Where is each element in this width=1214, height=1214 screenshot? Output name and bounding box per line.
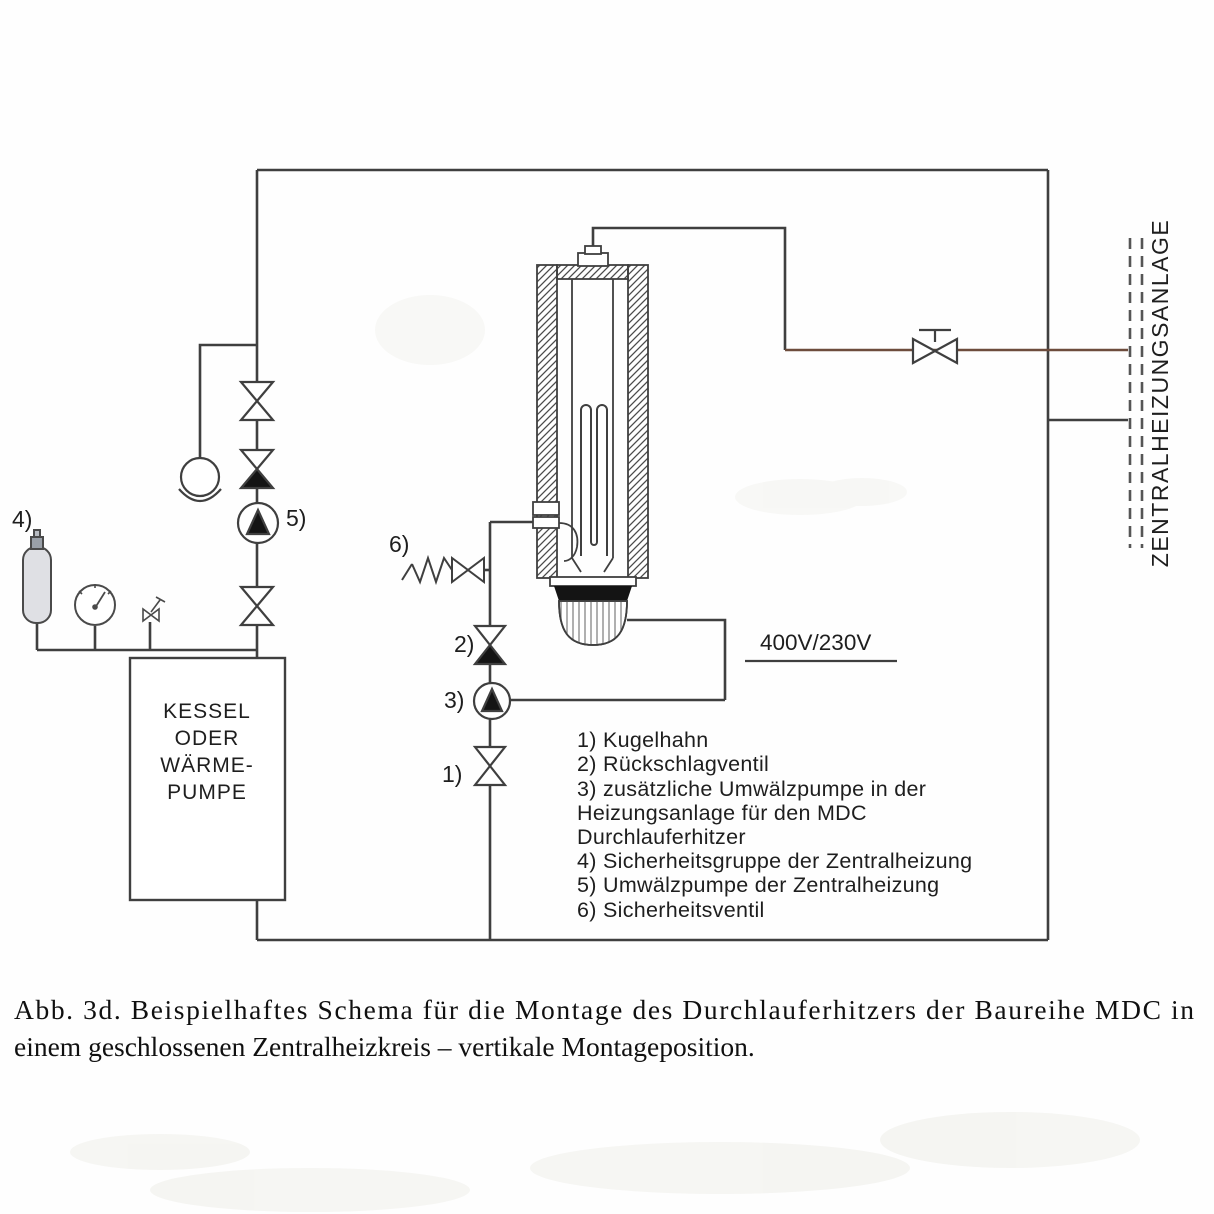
power-rating-label: 400V/230V <box>760 630 871 655</box>
cable-heater-to-pump <box>510 618 727 702</box>
heater-top-nub <box>584 245 602 255</box>
pipe-safety-group-header <box>35 622 257 652</box>
pipe-heater-top <box>591 226 787 350</box>
marker-label-3: 3) <box>444 687 464 713</box>
marker-label-6: 6) <box>389 531 409 557</box>
heater-shell-right <box>627 264 649 579</box>
pipe-gauge-loop <box>198 343 257 458</box>
boiler-label-line: KESSEL <box>163 700 251 723</box>
caption-line-2: einem geschlossenen Zentralheizkreis – v… <box>14 1031 755 1062</box>
pump-symbol-central-heating <box>236 501 280 545</box>
legend-line: 3) zusätzliche Umwälzpumpe in der <box>577 777 926 801</box>
check-valve-symbol-mdc <box>472 624 508 666</box>
building-wall: ZENTRALHEIZUNGSANLAGE <box>1128 219 1173 567</box>
safety-group <box>22 529 166 626</box>
legend-line: Heizungsanlage für den MDC <box>577 801 867 825</box>
pressure-gauge-symbol <box>74 584 116 626</box>
marker-labels: 4) 5) 6) 2) 3) 1) <box>12 505 474 787</box>
wall-label: ZENTRALHEIZUNGSANLAGE <box>1147 219 1173 567</box>
heater-black-ring <box>554 586 632 601</box>
legend-line: 5) Umwälzpumpe der Zentralheizung <box>577 873 939 897</box>
legend-line: 2) Rückschlagventil <box>577 752 769 776</box>
heater-shell-left <box>536 264 558 579</box>
legend: 1) Kugelhahn 2) Rückschlagventil 3) zusä… <box>577 728 972 922</box>
boiler-label-line: PUMPE <box>167 781 247 804</box>
heating-element <box>580 404 608 556</box>
boiler-label-line: ODER <box>175 727 240 750</box>
expansion-vessel-symbol <box>22 529 52 624</box>
heater-inlet-fitting <box>532 501 579 562</box>
legend-line: Durchlauferhitzer <box>577 825 746 849</box>
marker-label-2: 2) <box>454 631 474 657</box>
check-valve-symbol-left <box>238 448 276 490</box>
heater-connection-head <box>558 600 628 646</box>
figure-caption: Abb. 3d. Beispielhaftes Schema für die M… <box>14 994 1194 1062</box>
pipe-network <box>35 168 1128 942</box>
vent-valve-symbol <box>142 596 166 623</box>
left-riser <box>178 380 280 627</box>
marker-label-4: 4) <box>12 506 32 532</box>
heater-top-cap <box>577 252 609 267</box>
gate-valve-supply <box>911 328 959 365</box>
heater-shell-top <box>556 264 629 280</box>
separator-symbol <box>178 456 222 503</box>
shutoff-valve-symbol-bottom <box>238 585 276 627</box>
marker-label-1: 1) <box>442 761 462 787</box>
heater-flange <box>549 576 637 587</box>
marker-label-5: 5) <box>286 505 306 531</box>
heater-inner-tube <box>571 279 614 558</box>
safety-valve-symbol <box>401 554 485 586</box>
mdc-heater <box>532 245 649 646</box>
ball-valve-symbol <box>472 745 508 787</box>
legend-line: 1) Kugelhahn <box>577 728 709 752</box>
legend-line: 4) Sicherheitsgruppe der Zentralheizung <box>577 849 972 873</box>
caption-line-1: Abb. 3d. Beispielhaftes Schema für die M… <box>14 994 1194 1025</box>
shutoff-valve-symbol-top <box>238 380 276 422</box>
pump-symbol-mdc <box>472 681 512 721</box>
heater-tube-taper <box>571 557 614 573</box>
boiler-label-line: WÄRME- <box>160 754 254 777</box>
boiler-box: KESSEL ODER WÄRME- PUMPE <box>128 656 287 902</box>
scan-noise <box>70 295 1140 1212</box>
legend-line: 6) Sicherheitsventil <box>577 898 765 922</box>
